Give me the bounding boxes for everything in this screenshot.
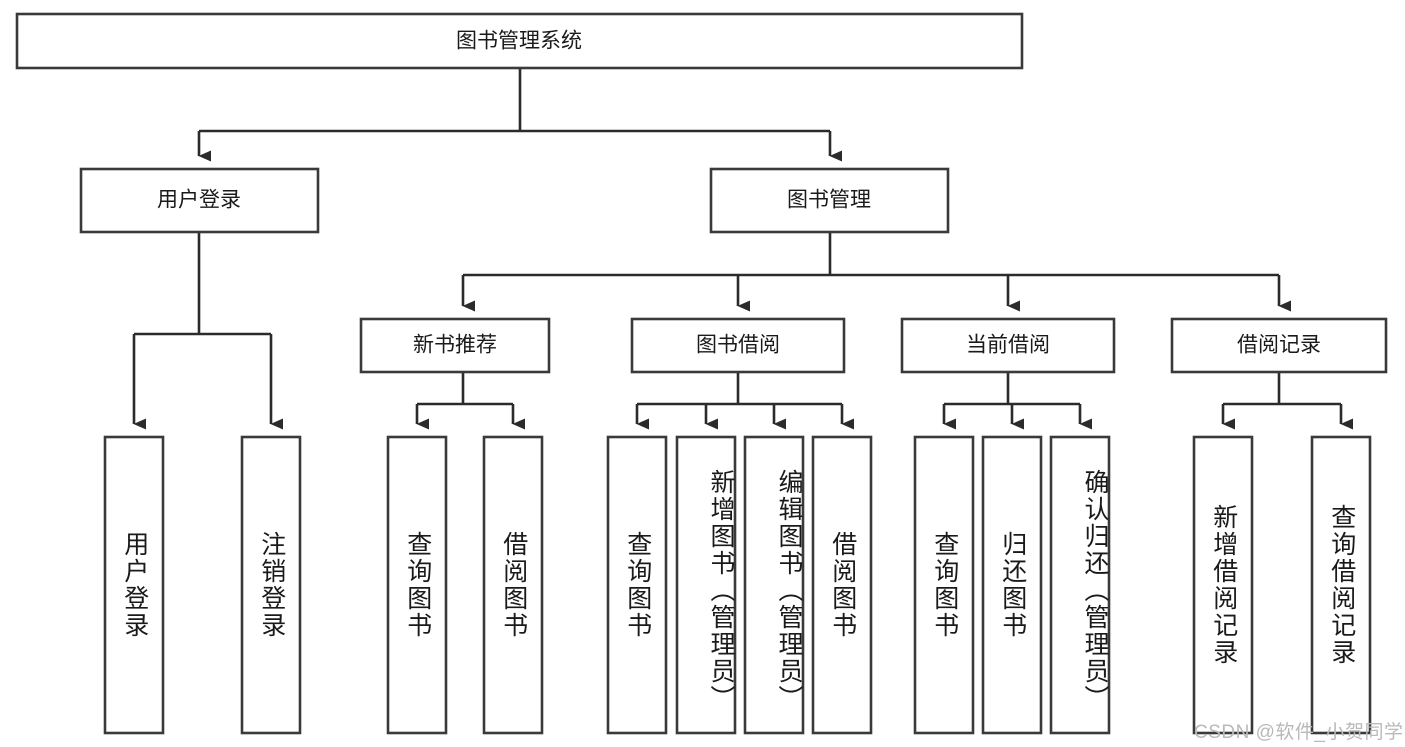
leaf-node-layer <box>103 435 1372 735</box>
node-borrow-record-label: 借阅记录 <box>1237 334 1321 357</box>
node-new-book-rec[interactable]: 新书推荐 <box>359 317 551 374</box>
node-borrow-record[interactable]: 借阅记录 <box>1170 317 1388 374</box>
node-current-borrow-label: 当前借阅 <box>966 334 1050 357</box>
node-layer: 图书管理系统 用户登录 图书管理 新书推荐 图书借阅 当前 <box>15 12 1388 735</box>
node-leaf-user-login[interactable] <box>103 435 165 735</box>
node-user-login-label: 用户登录 <box>157 189 241 212</box>
node-leaf-query-book-3[interactable] <box>913 435 975 735</box>
node-leaf-query-borrow-record[interactable] <box>1310 435 1372 735</box>
node-root-label: 图书管理系统 <box>456 30 582 53</box>
node-leaf-user-logout[interactable] <box>240 435 302 735</box>
node-leaf-return-book[interactable] <box>981 435 1043 735</box>
node-root[interactable]: 图书管理系统 <box>15 12 1024 70</box>
node-book-borrow-label: 图书借阅 <box>696 334 780 357</box>
node-book-manage-label: 图书管理 <box>787 189 871 212</box>
node-leaf-query-book-1[interactable] <box>386 435 448 735</box>
node-leaf-edit-book-admin[interactable] <box>743 435 805 735</box>
node-book-borrow[interactable]: 图书借阅 <box>630 317 846 374</box>
node-book-manage[interactable]: 图书管理 <box>709 167 950 234</box>
connector-layer <box>132 68 1353 430</box>
node-leaf-borrow-book-2[interactable] <box>811 435 873 735</box>
node-new-book-rec-label: 新书推荐 <box>413 334 497 357</box>
csdn-watermark: CSDN @软件_小贺同学 <box>1194 722 1404 743</box>
node-leaf-query-book-2[interactable] <box>606 435 668 735</box>
node-leaf-borrow-book-1[interactable] <box>482 435 544 735</box>
node-user-login[interactable]: 用户登录 <box>79 167 320 234</box>
node-leaf-confirm-return-admin[interactable] <box>1049 435 1111 735</box>
node-leaf-add-book-admin[interactable] <box>675 435 737 735</box>
node-leaf-add-borrow-record[interactable] <box>1192 435 1254 735</box>
node-current-borrow[interactable]: 当前借阅 <box>900 317 1116 374</box>
